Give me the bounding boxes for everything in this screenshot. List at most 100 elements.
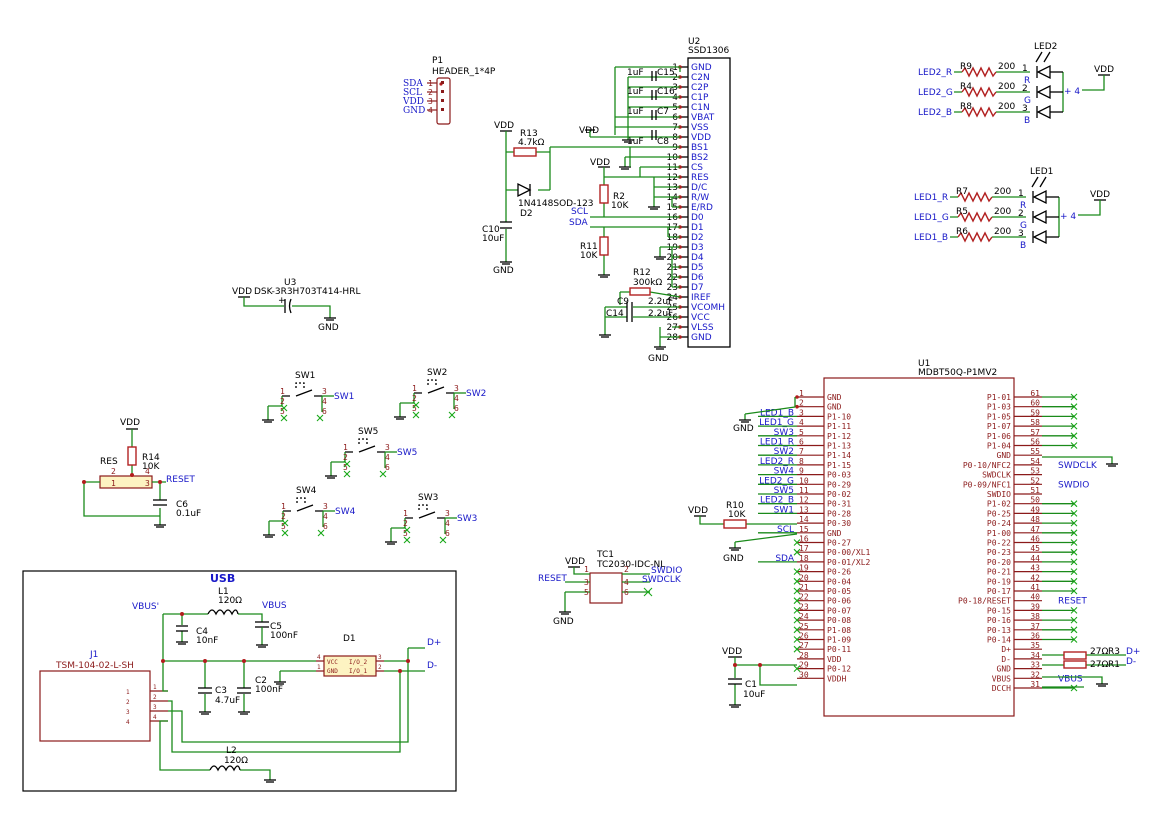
u1-net-label: SW3	[774, 428, 794, 438]
u1-pin-number: 3	[799, 408, 804, 417]
no-connect-marker	[403, 536, 411, 544]
gnd-symbol	[654, 346, 666, 350]
u1-pin-name: P0-26	[827, 568, 851, 577]
c14-ref: C14	[606, 309, 624, 319]
tc1-ref: TC1	[596, 550, 614, 560]
switch-wire	[330, 452, 386, 476]
c9-ref: C9	[617, 297, 629, 307]
l1-ref: L1	[218, 587, 229, 597]
led-color-label: B	[1024, 116, 1030, 126]
no-connect-marker	[793, 577, 801, 585]
j1-ref: J1	[89, 650, 98, 660]
u2-pin-name: C2P	[691, 83, 709, 93]
u1-pin-name: P1-11	[827, 422, 851, 431]
p1-pin-pad	[441, 90, 444, 93]
u1-wire	[1042, 676, 1103, 684]
usb-wire	[162, 613, 316, 692]
switch-pin-1: 1	[280, 387, 285, 396]
u2-pin-name: C1N	[691, 103, 710, 113]
u1-pin-number: 40	[1030, 593, 1040, 602]
u1-junction	[795, 395, 799, 399]
c16-ref: C16	[657, 87, 675, 97]
u1-pin-number: 15	[799, 525, 809, 534]
switch-ref: SW3	[418, 493, 438, 503]
u2-wire	[604, 306, 680, 335]
u1-pin-name: P1-02	[987, 500, 1011, 509]
u1-pin-name: P0-25	[987, 509, 1011, 518]
usb-title: USB	[210, 572, 235, 585]
u2-pin-name: VCOMH	[691, 303, 725, 313]
u1-pin-name: SWDCLK	[982, 471, 1011, 480]
switch-ref: SW2	[427, 368, 447, 378]
switch-pin-4: 4	[322, 397, 327, 406]
r2-resistor	[599, 184, 609, 204]
no-connect-marker	[439, 536, 447, 544]
r10-resistor	[723, 519, 747, 529]
led-light-arrows	[1035, 51, 1051, 63]
c16-cap: 1uF C16	[627, 87, 675, 100]
r1-resistor	[1063, 660, 1087, 669]
c8-value: 1uF	[627, 137, 644, 147]
u1-pin-number: 22	[799, 593, 809, 602]
u1-pin-name: D-	[1001, 655, 1011, 664]
u1-pin-number: 53	[1030, 467, 1040, 476]
u1-net-label: LED2_B	[760, 496, 794, 506]
u1-pin-number: 10	[799, 476, 809, 485]
switch-net-label: SW5	[397, 448, 417, 458]
p1-pin-pad	[441, 81, 444, 84]
led-net-label: LED2_B	[918, 108, 952, 118]
u2-body	[687, 57, 731, 348]
switch-pin-5: 5	[403, 529, 408, 538]
no-connect-marker	[793, 665, 801, 672]
r3-ref: R3	[1108, 647, 1120, 657]
u1-pin-name: D+	[1001, 645, 1011, 654]
u2-pin-name: CS	[691, 163, 703, 173]
switch-pin-2: 2	[281, 512, 286, 521]
u1-pin-name: P0-20	[987, 558, 1011, 567]
u1-pin-number: 43	[1030, 564, 1040, 573]
u1-pin-number: 17	[799, 544, 809, 553]
l2-ref: L2	[226, 746, 237, 756]
no-connect-marker	[793, 539, 801, 546]
led-color-label: B	[1020, 241, 1026, 251]
c10-ref: C10	[482, 225, 500, 235]
u1-pin-name: VDDH	[827, 674, 846, 683]
u2-pin-number: 27	[667, 323, 678, 333]
switch-pin-4: 4	[323, 512, 328, 521]
led-resistor-value: 200	[994, 207, 1011, 217]
u1-wire	[744, 397, 796, 420]
r3-value: 27Ω	[1090, 647, 1108, 657]
u2-pin-name: D7	[691, 283, 704, 293]
switch-pin-2: 2	[343, 453, 348, 462]
led-wire	[1082, 75, 1105, 91]
u2-pin-name: R/W	[691, 193, 709, 203]
switch-contact	[282, 389, 322, 397]
u1-pin-number: 37	[1030, 622, 1040, 631]
switch-actuator	[295, 382, 305, 388]
gnd-symbol	[559, 611, 571, 615]
u1-pin-name: P0-31	[827, 500, 851, 509]
u1-pin-number: 13	[799, 505, 809, 514]
j1-pins	[150, 690, 168, 722]
d1-body	[323, 655, 377, 677]
u2-pin-number: 17	[667, 223, 678, 233]
u1-pin-name: P1-03	[987, 403, 1011, 412]
u1-pin-name: P0-08	[827, 616, 851, 625]
u1-value: MDBT50Q-P1MV2	[918, 368, 997, 378]
u1-pin-name: P0-11	[827, 645, 851, 654]
u2-pin-number: 13	[667, 183, 678, 193]
u2-pin-name: D4	[691, 253, 704, 263]
d1-gnd: GND	[327, 668, 338, 675]
led-resistor	[961, 106, 997, 118]
usb-dminus-wire	[168, 670, 425, 753]
u1-pin-number: 55	[1030, 447, 1040, 456]
u1-net-label: VBUS	[1058, 674, 1083, 684]
j1-pin-3: 3	[153, 704, 157, 711]
d1-pin-2: 2	[378, 664, 382, 671]
u1-pin-number: 33	[1030, 661, 1040, 670]
u2-pin-number: 7	[672, 123, 678, 133]
